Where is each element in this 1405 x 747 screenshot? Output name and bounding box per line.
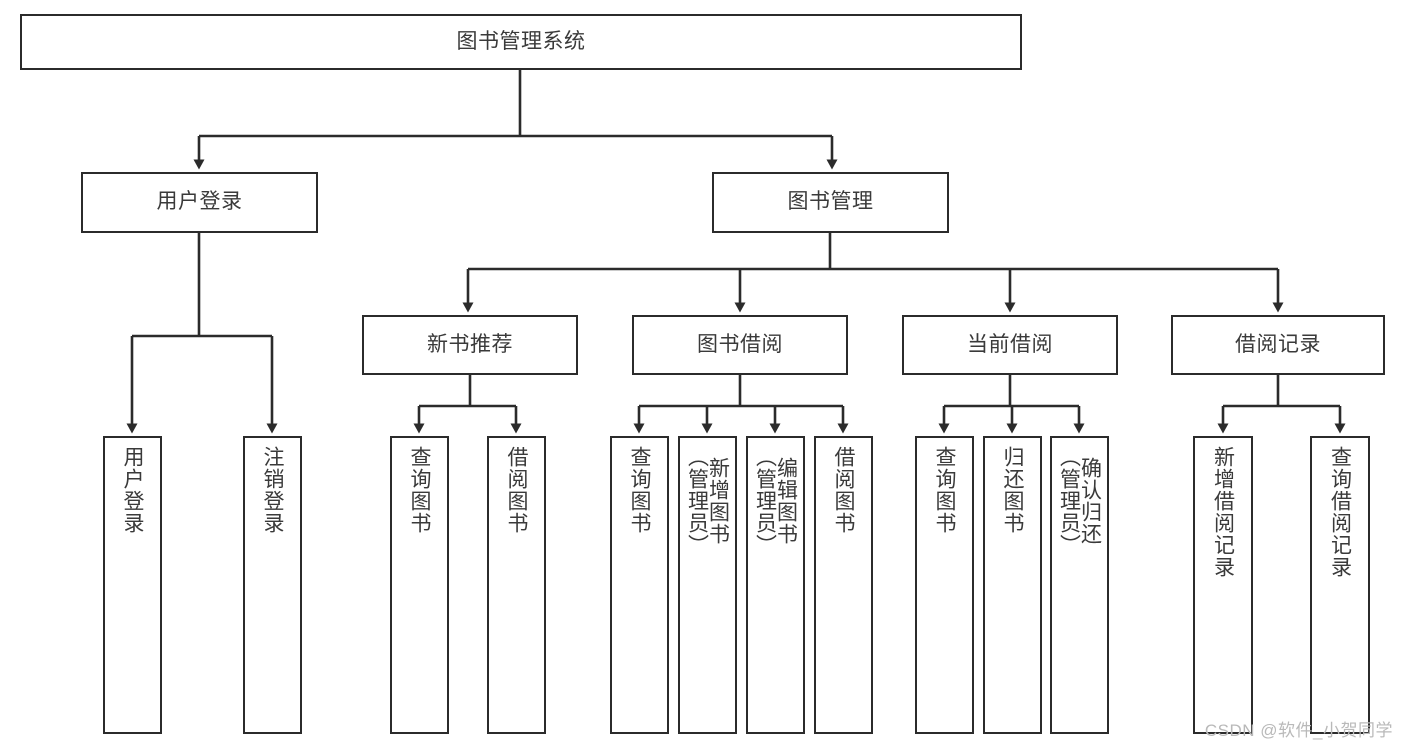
node-new-book-recommend[interactable]: 新书推荐 bbox=[362, 315, 578, 375]
node-leaf-borrow-book-2[interactable]: 借阅图书 bbox=[814, 436, 873, 734]
node-leaf-logout[interactable]: 注销登录 bbox=[243, 436, 302, 734]
node-current-borrow[interactable]: 当前借阅 bbox=[902, 315, 1118, 375]
node-borrow-record[interactable]: 借阅记录 bbox=[1171, 315, 1385, 375]
node-label: 查询图书 bbox=[628, 446, 651, 534]
node-leaf-return-book[interactable]: 归还图书 bbox=[983, 436, 1042, 734]
node-leaf-user-login[interactable]: 用户登录 bbox=[103, 436, 162, 734]
node-leaf-confirm-return[interactable]: 确认归还 （管理员） bbox=[1050, 436, 1109, 734]
node-label: 借阅图书 bbox=[832, 446, 855, 534]
node-leaf-edit-book[interactable]: 编辑图书 （管理员） bbox=[746, 436, 805, 734]
node-label: 当前借阅 bbox=[967, 332, 1053, 356]
node-leaf-query-book-2[interactable]: 查询图书 bbox=[610, 436, 669, 734]
node-label: 图书管理 bbox=[787, 190, 874, 214]
node-book-management-system[interactable]: 图书管理系统 bbox=[20, 14, 1022, 70]
node-label: 借阅记录 bbox=[1235, 332, 1321, 356]
node-label: 确认归还 （管理员） bbox=[1057, 446, 1102, 556]
node-leaf-query-book-3[interactable]: 查询图书 bbox=[915, 436, 974, 734]
node-user-login[interactable]: 用户登录 bbox=[81, 172, 318, 233]
node-label: 新增借阅记录 bbox=[1211, 446, 1235, 578]
node-label: 归还图书 bbox=[1001, 446, 1024, 534]
node-label: 查询借阅记录 bbox=[1328, 446, 1352, 578]
node-leaf-add-book[interactable]: 新增图书 （管理员） bbox=[678, 436, 737, 734]
node-leaf-query-record[interactable]: 查询借阅记录 bbox=[1310, 436, 1370, 734]
node-leaf-query-book-1[interactable]: 查询图书 bbox=[390, 436, 449, 734]
node-leaf-borrow-book-1[interactable]: 借阅图书 bbox=[487, 436, 546, 734]
node-label: 借阅图书 bbox=[505, 446, 528, 534]
node-label: 新增图书 （管理员） bbox=[685, 446, 730, 556]
node-leaf-add-record[interactable]: 新增借阅记录 bbox=[1193, 436, 1253, 734]
node-label: 图书借阅 bbox=[697, 332, 783, 356]
node-label: 新书推荐 bbox=[427, 332, 513, 356]
node-book-borrow[interactable]: 图书借阅 bbox=[632, 315, 848, 375]
node-label: 用户登录 bbox=[121, 446, 144, 534]
node-label: 用户登录 bbox=[156, 190, 243, 214]
node-label: 图书管理系统 bbox=[456, 29, 586, 53]
node-label: 查询图书 bbox=[408, 446, 431, 534]
node-book-manage[interactable]: 图书管理 bbox=[712, 172, 949, 233]
watermark: CSDN @软件_小贺同学 bbox=[1204, 721, 1393, 740]
node-label: 编辑图书 （管理员） bbox=[753, 446, 798, 556]
node-label: 注销登录 bbox=[261, 446, 284, 534]
node-label: 查询图书 bbox=[933, 446, 956, 534]
